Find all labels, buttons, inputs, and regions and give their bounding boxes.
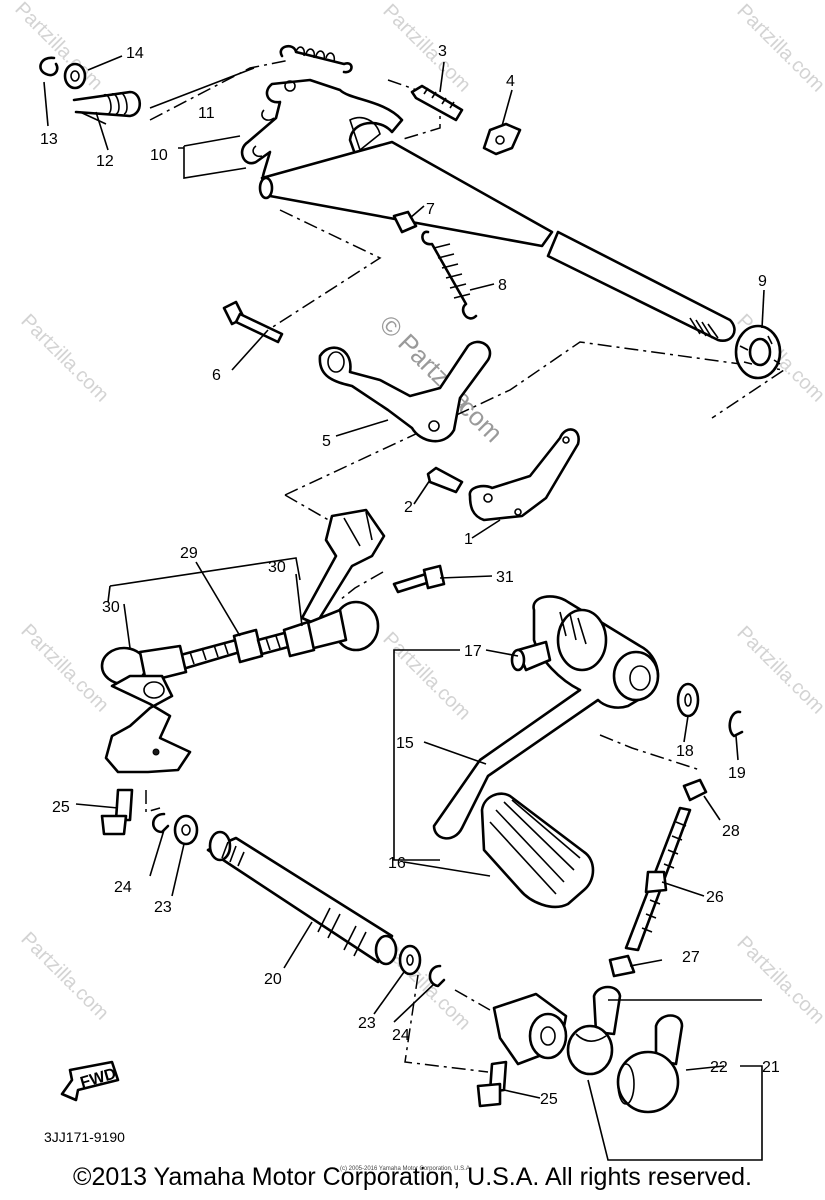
footer-small-print: (c) 2005-2016 Yamaha Motor Corporation, …: [340, 1166, 472, 1172]
callout-4: 4: [506, 73, 515, 90]
watermark-top-left: Partzilla.com: [10, 0, 107, 94]
callout-15: 15: [396, 735, 414, 752]
part-25-bolt-upper: [100, 788, 134, 836]
callout-6: 6: [212, 367, 221, 384]
part-13-circlip: [39, 56, 59, 77]
part-5-shift-arm: [318, 340, 492, 443]
callout-8: 8: [498, 277, 507, 294]
callout-24-lower: 24: [392, 1027, 410, 1044]
part-18-washer: [676, 682, 700, 718]
fwd-arrow: FWD: [60, 1060, 120, 1102]
leader-lines: [43, 55, 765, 1161]
callout-20: 20: [264, 971, 282, 988]
catalog-code: 3JJ171-9190: [44, 1129, 125, 1145]
watermark-left-2: Partzilla.com: [16, 620, 113, 717]
part-23-washer-lower: [398, 944, 422, 976]
watermark-top-right: Partzilla.com: [732, 0, 825, 96]
callout-23-upper: 23: [154, 899, 172, 916]
part-11-spring: [279, 44, 353, 74]
callout-27: 27: [682, 949, 700, 966]
part-28-nut: [682, 778, 708, 802]
part-26-adjuster-rod: [624, 806, 692, 952]
watermark-mid-2: Partzilla.com: [378, 628, 475, 725]
part-6-bolt: [222, 300, 284, 344]
watermark-left-3: Partzilla.com: [16, 928, 113, 1025]
part-3-stud-bolt: [410, 84, 464, 122]
callout-3: 3: [438, 43, 447, 60]
part-15-shift-pedal: [432, 595, 660, 840]
part-19-circlip: [728, 710, 744, 738]
part-30-rod-end-lower: [100, 644, 192, 774]
callout-28: 28: [722, 823, 740, 840]
part-27-nut: [608, 954, 636, 978]
callout-18: 18: [676, 743, 694, 760]
callout-31: 31: [496, 569, 514, 586]
part-4-stopper-plate: [482, 122, 522, 156]
part-2-screw: [426, 466, 464, 494]
watermark-mid-left: Partzilla.com: [16, 310, 113, 407]
callout-11: 11: [198, 105, 215, 122]
part-14-washer: [63, 62, 87, 90]
part-12-torsion-spring: [72, 90, 142, 125]
callout-26: 26: [706, 889, 724, 906]
callout-13: 13: [40, 131, 58, 148]
part-25-bolt-lower: [476, 1060, 508, 1108]
callout-29: 29: [180, 545, 198, 562]
part-8-return-spring: [421, 230, 478, 320]
watermark-right-2: Partzilla.com: [732, 622, 825, 719]
footer-copyright: ©2013 Yamaha Motor Corporation, U.S.A. A…: [73, 1163, 752, 1191]
watermark-right-3: Partzilla.com: [732, 932, 825, 1029]
callout-19: 19: [728, 765, 746, 782]
callout-9: 9: [758, 273, 767, 290]
callout-14: 14: [126, 45, 144, 62]
part-30-rod-end-upper: [298, 508, 386, 652]
callout-23-lower: 23: [358, 1015, 376, 1032]
callout-1: 1: [464, 531, 473, 548]
part-20-pedal-shaft: [206, 830, 398, 966]
part-22-joint-lower: [616, 1014, 684, 1114]
callout-24-upper: 24: [114, 879, 132, 896]
callout-21: 21: [762, 1059, 780, 1076]
callout-10: 10: [150, 147, 168, 164]
callout-2: 2: [404, 499, 413, 516]
callout-25-lower: 25: [540, 1091, 558, 1108]
callout-16: 16: [388, 855, 406, 872]
callout-25-upper: 25: [52, 799, 70, 816]
part-24-circlip-lower: [428, 964, 446, 988]
part-9-shift-shaft: [258, 140, 782, 380]
callout-12: 12: [96, 153, 114, 170]
callout-30-right: 30: [268, 559, 286, 576]
callout-5: 5: [322, 433, 331, 450]
callout-17: 17: [464, 643, 482, 660]
part-23-washer-upper: [173, 814, 199, 846]
part-21-ball-joint-upper: [566, 985, 622, 1076]
part-22-joint-upper: [492, 992, 568, 1066]
callout-numbers: 1 2 3 4 5 6 7 8 9 10 11 12 13 14 15 16 1…: [40, 43, 780, 1108]
part-16-foot-rubber: [480, 792, 595, 909]
part-24-circlip-upper: [151, 812, 170, 834]
callout-22: 22: [710, 1059, 728, 1076]
part-17-peg-bolt: [510, 640, 552, 672]
part-1-stopper: [468, 428, 580, 522]
callout-30-left: 30: [102, 599, 120, 616]
callout-7: 7: [426, 201, 435, 218]
part-31-bolt: [392, 564, 446, 594]
